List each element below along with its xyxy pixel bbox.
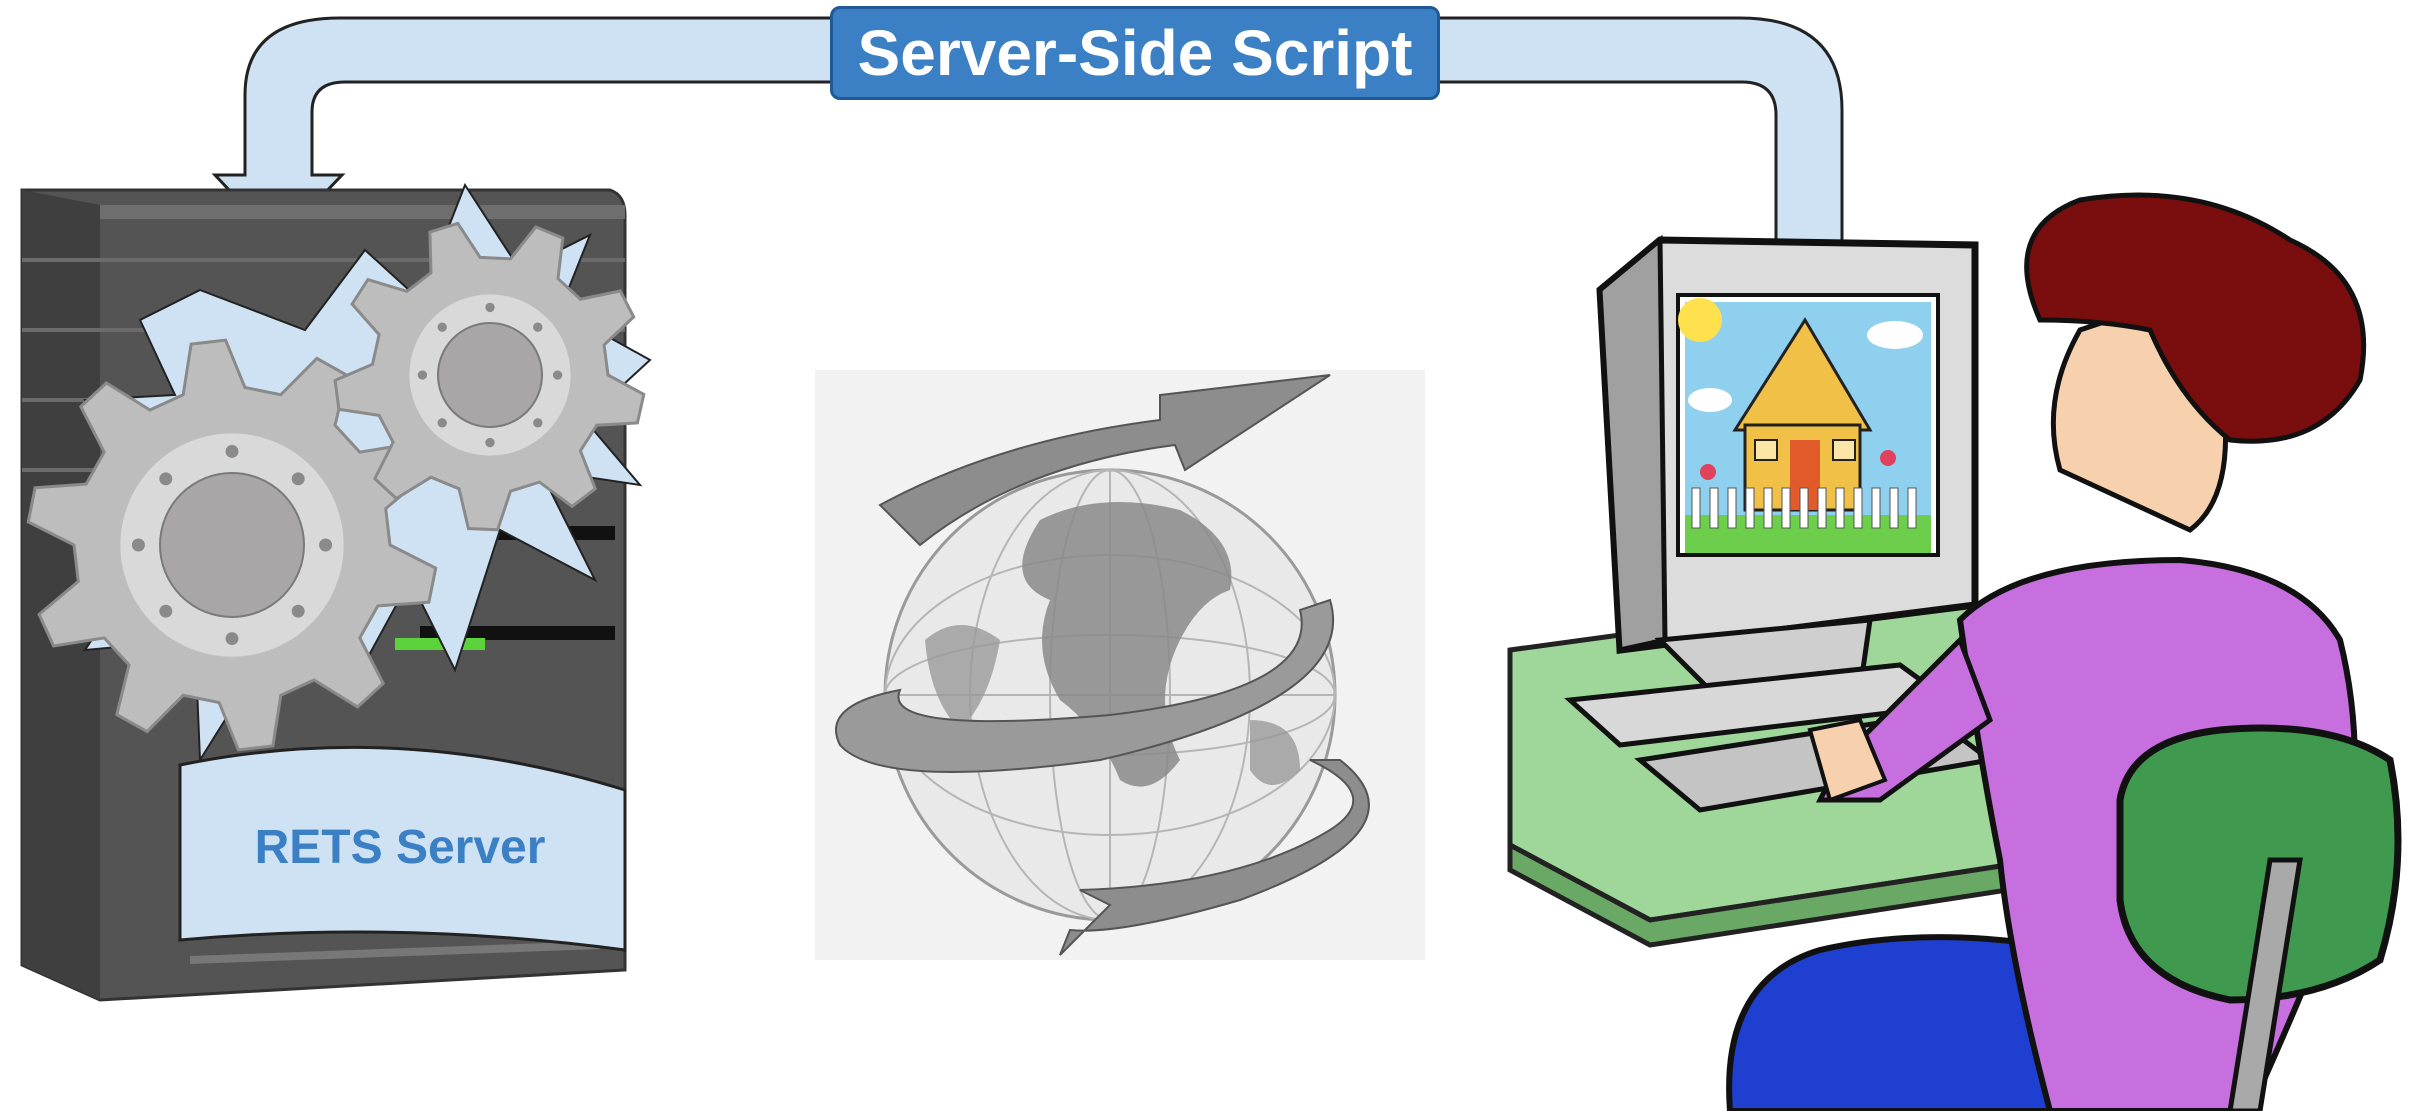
globe-icon <box>815 370 1425 960</box>
gear-icon <box>333 221 646 532</box>
gear-icon <box>26 338 438 752</box>
person-icon <box>1726 192 2402 1111</box>
house-icon <box>1678 298 1931 553</box>
server-label-banner <box>178 745 627 952</box>
rets-server-label: RETS Server <box>254 821 546 874</box>
server-side-script-label: Server-Side Script <box>830 6 1440 100</box>
